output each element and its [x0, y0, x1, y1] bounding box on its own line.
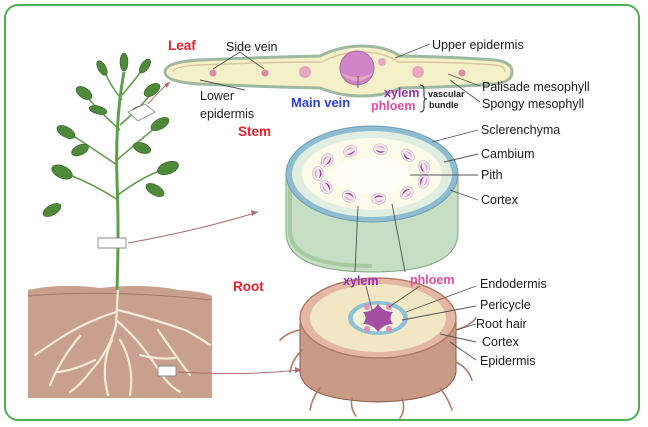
leaf-cross-section	[163, 44, 514, 98]
side-vein-dot	[209, 69, 217, 77]
stem-vascular-bundle	[343, 145, 358, 158]
label-main-vein: Main vein	[291, 95, 350, 110]
label-lower-epidermis-line2: epidermis	[200, 107, 254, 121]
label-pericycle: Pericycle	[480, 298, 531, 312]
label-root-cortex: Cortex	[482, 335, 520, 349]
stem-vascular-bundle	[373, 143, 388, 156]
label-root-phloem: phloem	[410, 273, 454, 287]
leaf-outline	[163, 44, 514, 98]
label-sclerenchyma: Sclerenchyma	[481, 123, 560, 137]
root-cross-section	[279, 277, 477, 419]
label-pith: Pith	[481, 168, 503, 182]
label-upper-epidermis: Upper epidermis	[432, 38, 524, 52]
stem-vascular-bundle	[312, 166, 324, 181]
label-root-xylem: xylem	[343, 274, 378, 288]
label-vascular-line2: bundle	[429, 100, 459, 110]
plant-leaves	[42, 52, 179, 217]
roots	[33, 286, 212, 397]
label-cambium: Cambium	[481, 147, 535, 161]
label-lower-epidermis-line1: Lower	[200, 89, 234, 103]
leader-lines	[199, 43, 481, 361]
label-palisade-mesophyll: Palisade mesophyll	[482, 80, 590, 94]
stem-vascular-bundle	[319, 180, 333, 195]
stem-vascular-bundle	[371, 192, 387, 205]
stem-vascular-bundle	[401, 148, 415, 162]
stem-vascular-bundle	[341, 190, 356, 203]
stem-vascular-bundle	[418, 160, 430, 175]
stem-section-title: Stem	[238, 124, 271, 139]
stem-section-marker	[97, 237, 127, 249]
root-section-title: Root	[233, 279, 264, 294]
label-spongy-mesophyll: Spongy mesophyll	[482, 97, 584, 111]
vascular-bracket	[419, 84, 428, 113]
label-endodermis: Endodermis	[480, 277, 547, 291]
stem-vascular-bundle	[400, 186, 414, 200]
stem-cross-section	[285, 125, 459, 273]
leaf-section-marker	[127, 103, 156, 122]
label-leaf-phloem: phloem	[371, 99, 415, 113]
root-hairs	[279, 317, 477, 419]
label-side-vein: Side vein	[226, 40, 277, 54]
stem-vascular-bundle	[320, 153, 334, 168]
label-epidermis: Epidermis	[480, 354, 536, 368]
leaf-section-title: Leaf	[168, 38, 196, 53]
stem-vascular-bundles	[312, 143, 430, 205]
label-stem-cortex: Cortex	[481, 193, 519, 207]
root-section-marker	[157, 365, 177, 377]
label-root-hair: Root hair	[476, 317, 527, 331]
label-leaf-xylem: xylem	[384, 86, 419, 100]
plant-illustration	[27, 52, 302, 398]
root-xylem-star	[363, 304, 393, 332]
label-vascular-line1: vascular	[428, 89, 465, 99]
